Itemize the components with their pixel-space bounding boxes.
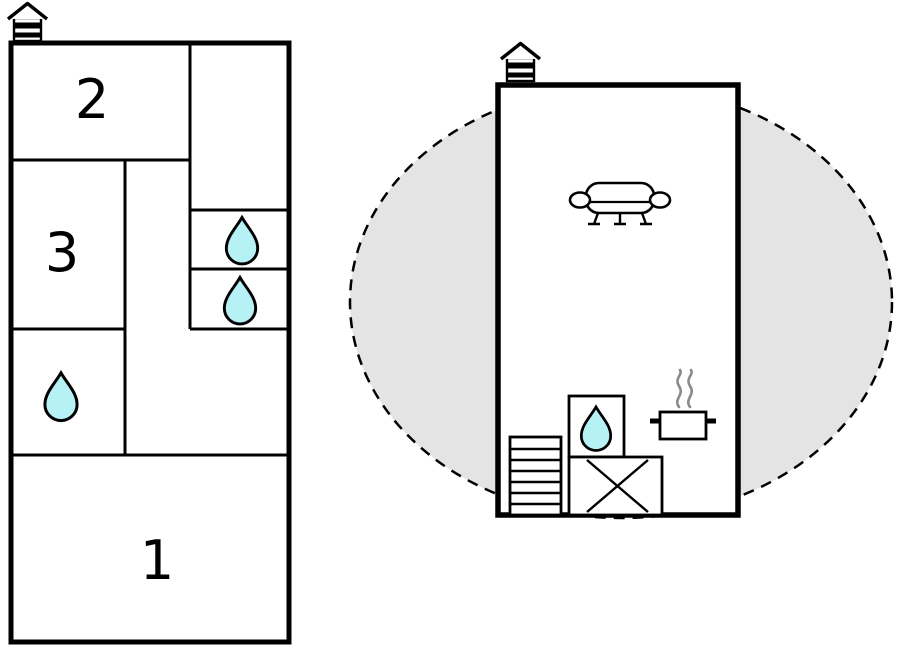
right-floorplan	[348, 41, 894, 520]
chimney-icon	[6, 1, 49, 43]
sofa-body	[584, 181, 656, 215]
sofa-legs	[588, 212, 652, 226]
pot-with-steam-icon	[650, 368, 716, 441]
left-building-outline	[8, 40, 292, 645]
sink-icon	[567, 394, 626, 459]
left-interior-walls	[11, 43, 289, 457]
sofa-arm-left	[568, 191, 592, 209]
chimney-icon	[499, 41, 542, 83]
shelf-icon	[508, 435, 563, 517]
sofa-icon	[568, 181, 672, 226]
shelf-lines	[510, 447, 561, 506]
room-3-label: 3	[45, 221, 79, 284]
left-floorplan: 2 3 1	[6, 1, 292, 645]
table-box	[567, 455, 664, 517]
table-x-line	[586, 459, 649, 513]
room-2-label: 2	[75, 68, 109, 131]
table-x-icon	[567, 455, 664, 517]
room-1-label: 1	[140, 529, 174, 592]
sofa-arm-right	[648, 191, 672, 209]
pot-body	[658, 410, 708, 441]
steam-icon	[676, 368, 693, 409]
